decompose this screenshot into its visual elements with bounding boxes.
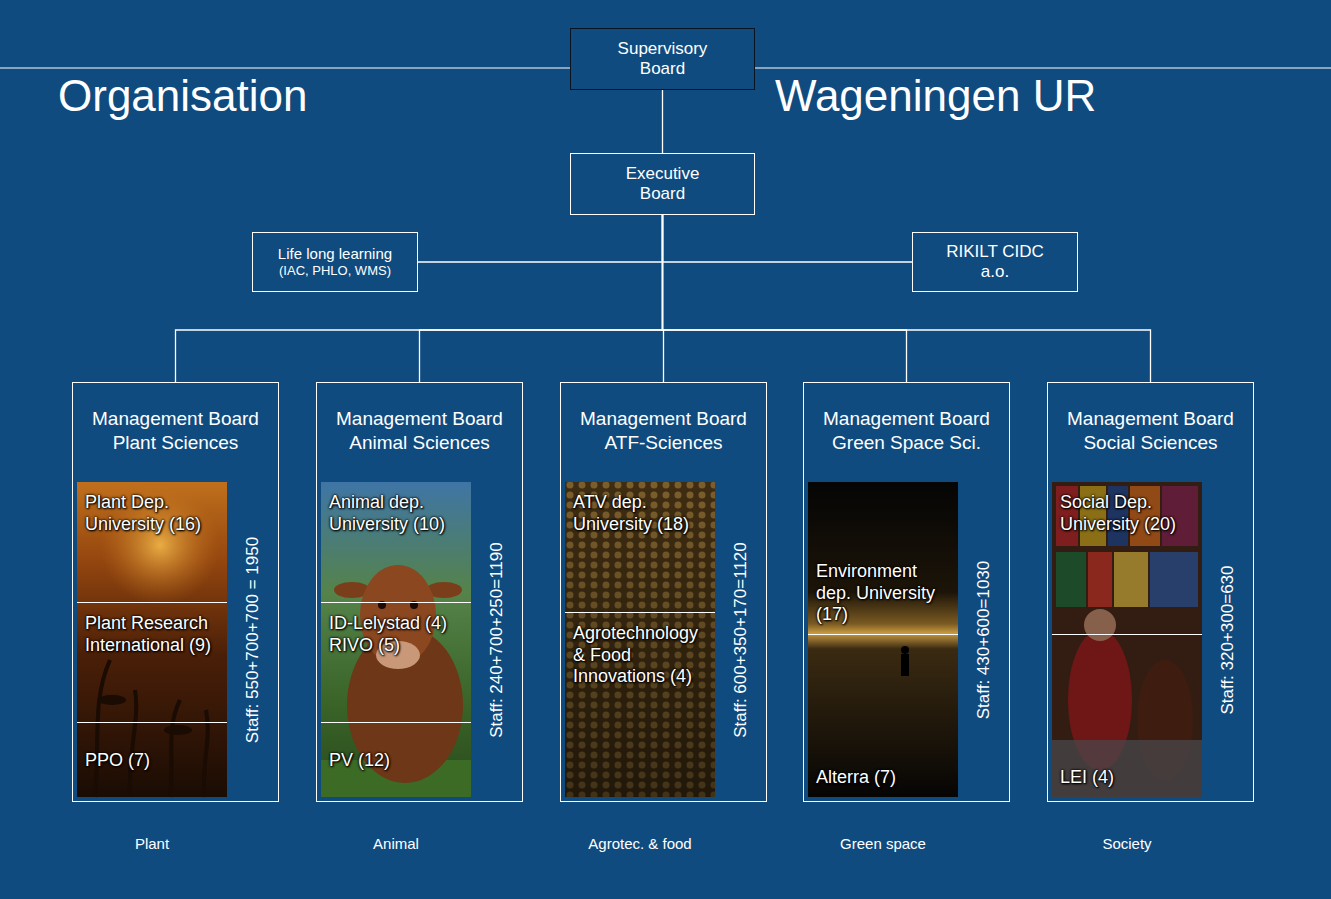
org-connector — [418, 215, 663, 262]
org-connector — [176, 215, 663, 382]
board-header: Management Board Animal Sciences — [317, 383, 522, 478]
org-connector — [662, 90, 663, 153]
column-label: Animal — [296, 836, 496, 853]
photo-shade — [565, 482, 715, 797]
board-title: Management Board ATF-Sciences — [573, 407, 755, 455]
market-photo — [1052, 482, 1202, 797]
column-label: Society — [1027, 836, 1227, 853]
org-connector — [663, 215, 907, 382]
column-label: Agrotec. & food — [540, 836, 740, 853]
photo-ground — [1052, 482, 1202, 797]
unit-label: ATV dep. University (18) — [573, 492, 707, 535]
food-photo — [565, 482, 715, 797]
box-sublabel: (IAC, PHLO, WMS) — [279, 263, 391, 279]
staff-column: Staff: 240+700+250=1190 — [471, 482, 522, 797]
staff-column: Staff: 430+600=1030 — [958, 482, 1009, 797]
board-header: Management Board Social Sciences — [1048, 383, 1253, 478]
board-header: Management Board Plant Sciences — [73, 383, 278, 478]
box-label: Executive Board — [607, 164, 719, 205]
board-title: Management Board Social Sciences — [1060, 407, 1242, 455]
column-label: Plant — [52, 836, 252, 853]
unit-label: RIVO (5) — [329, 635, 463, 657]
organisation-name: Wageningen UR — [775, 72, 1096, 120]
box-label: Supervisory Board — [607, 39, 719, 80]
column-label: Green space — [783, 836, 983, 853]
plant-leaf — [98, 695, 126, 705]
staff-count: Staff: 550+700+700 = 1950 — [243, 536, 263, 742]
unit-band: Agrotechnology & Food Innovations (4) — [565, 612, 715, 797]
management-board-box: Management Board ATF-SciencesStaff: 600+… — [560, 382, 767, 802]
unit-band: Animal dep. University (10) — [321, 482, 471, 602]
unit-label: LEI (4) — [1060, 767, 1194, 789]
management-board-box: Management Board Animal SciencesStaff: 2… — [316, 382, 523, 802]
board-title: Management Board Green Space Sci. — [816, 407, 998, 455]
org-box: Executive Board — [570, 153, 755, 215]
org-box: Life long learning(IAC, PHLO, WMS) — [252, 232, 418, 292]
org-connector — [663, 215, 1151, 382]
unit-label: ID-Lelystad (4) — [329, 613, 463, 635]
staff-count: Staff: 600+350+170=1120 — [731, 542, 751, 738]
unit-label: Plant Dep. University (16) — [85, 492, 219, 535]
unit-band: PPO (7) — [77, 722, 227, 797]
produce-rows — [565, 482, 715, 797]
unit-band: PV (12) — [321, 722, 471, 797]
plant-photo — [77, 482, 227, 797]
diagram-title: Organisation — [58, 72, 307, 120]
plant-stalks — [95, 660, 208, 797]
management-board-box: Management Board Green Space Sci. Staff: … — [803, 382, 1010, 802]
photo-shade — [1052, 482, 1202, 797]
staff-column: Staff: 320+300=630 — [1202, 482, 1253, 797]
org-connector — [663, 215, 913, 262]
animal-photo — [321, 482, 471, 797]
box-label: Life long learning — [278, 245, 392, 263]
management-board-box: Management Board Plant SciencesStaff: 55… — [72, 382, 279, 802]
unit-label: Social Dep. University (20) — [1060, 492, 1194, 535]
box-label: RIKILT CIDC a.o. — [940, 242, 1050, 283]
plant-leaf — [164, 725, 192, 735]
staff-count: Staff: 320+300=630 — [1218, 565, 1238, 714]
unit-band: Plant Research International (9) — [77, 602, 227, 722]
unit-band: Environment dep. University (17) — [808, 482, 958, 634]
board-title: Management Board Plant Sciences — [85, 407, 267, 455]
board-header: Management Board ATF-Sciences — [561, 383, 766, 478]
board-header: Management Board Green Space Sci. — [804, 383, 1009, 478]
unit-label: Alterra (7) — [816, 767, 950, 789]
person-body — [901, 654, 909, 676]
org-connector — [420, 215, 663, 382]
unit-band: Alterra (7) — [808, 634, 958, 797]
person-head — [901, 646, 909, 654]
photo-ground — [77, 482, 227, 797]
landscape-photo — [808, 482, 958, 797]
unit-label: PV (12) — [329, 750, 463, 772]
management-board-box: Management Board Social SciencesStaff: 3… — [1047, 382, 1254, 802]
org-box: RIKILT CIDC a.o. — [912, 232, 1078, 292]
unit-band: ID-Lelystad (4)RIVO (5) — [321, 602, 471, 722]
photo-ground — [565, 482, 715, 797]
photo-ground — [808, 482, 958, 797]
unit-label: Environment dep. University (17) — [816, 561, 950, 626]
unit-label: Animal dep. University (10) — [329, 492, 463, 535]
org-box: Supervisory Board — [570, 28, 755, 90]
unit-label: Plant Research International (9) — [85, 613, 219, 656]
unit-label: PPO (7) — [85, 750, 219, 772]
board-title: Management Board Animal Sciences — [329, 407, 511, 455]
unit-band: Plant Dep. University (16) — [77, 482, 227, 602]
unit-band: Social Dep. University (20) — [1052, 482, 1202, 634]
unit-band: LEI (4) — [1052, 634, 1202, 797]
staff-count: Staff: 240+700+250=1190 — [487, 542, 507, 738]
unit-band: ATV dep. University (18) — [565, 482, 715, 612]
staff-column: Staff: 600+350+170=1120 — [715, 482, 766, 797]
staff-column: Staff: 550+700+700 = 1950 — [227, 482, 278, 797]
unit-label: Agrotechnology & Food Innovations (4) — [573, 623, 707, 688]
photo-ground — [321, 482, 471, 797]
staff-count: Staff: 430+600=1030 — [974, 560, 994, 719]
